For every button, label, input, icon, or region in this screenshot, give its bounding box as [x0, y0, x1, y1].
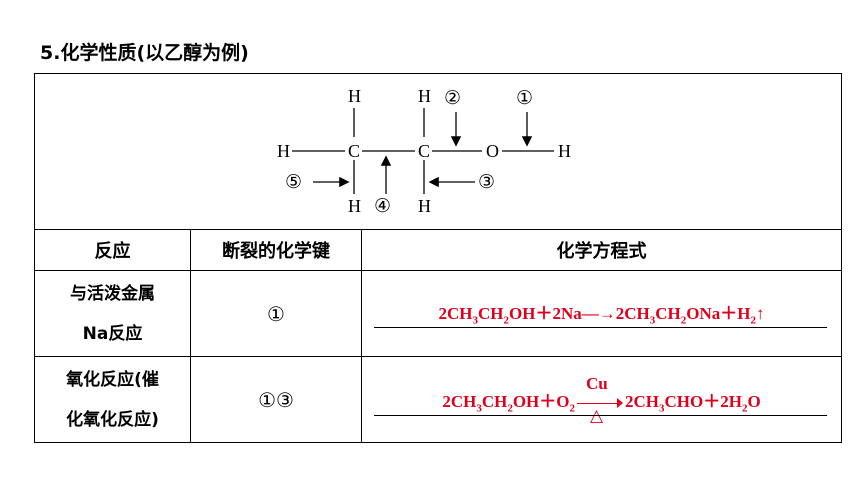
arrow-shaft — [576, 403, 618, 405]
header-bonds: 断裂的化学键 — [190, 229, 362, 271]
reaction-line-2: 化氧化反应) — [66, 409, 159, 430]
reaction-arrow: Cu △ — [576, 374, 623, 425]
reaction-name: 与活泼金属 Na反应 — [34, 270, 191, 357]
atom-c2: C — [418, 141, 430, 161]
reaction-line-1: 与活泼金属 — [70, 283, 155, 304]
arrow-head — [616, 398, 623, 409]
marker-3: ③ — [478, 172, 495, 193]
reaction-name: 氧化反应(催 化氧化反应) — [34, 356, 191, 443]
marker-4: ④ — [374, 196, 391, 217]
bond-lines — [292, 108, 554, 194]
properties-table: H H H C C O H H H — [34, 73, 842, 443]
header-reaction: 反应 — [34, 229, 191, 271]
ethanol-structure-cell: H H H C C O H H H — [34, 73, 842, 230]
reaction-line-2: Na反应 — [82, 323, 143, 344]
equation-sodium: 2CH3CH2OH＋2Na—→2CH3CH2ONa＋H2↑ — [438, 304, 765, 327]
table-row: 与活泼金属 Na反应 ① 2CH3CH2OH＋2Na—→2CH3CH2ONa＋H… — [34, 270, 842, 357]
section-title: 5.化学性质(以乙醇为例) — [40, 42, 249, 64]
catalyst-label: Cu — [585, 374, 608, 394]
marker-1: ① — [516, 88, 533, 109]
bond-arrows — [313, 112, 533, 194]
answer-underline — [374, 415, 827, 416]
atom-h-left: H — [277, 141, 290, 161]
heat-symbol: △ — [589, 406, 604, 426]
atom-h-bottom-right: H — [418, 196, 431, 216]
atom-h-bottom-left: H — [348, 196, 361, 216]
reaction-line-1: 氧化反应(催 — [66, 369, 159, 390]
equation-cell: 2CH3CH2OH＋2Na—→2CH3CH2ONa＋H2↑ — [361, 270, 842, 357]
atom-h-top-left: H — [348, 86, 361, 106]
header-equation: 化学方程式 — [361, 229, 842, 271]
atom-o: O — [486, 141, 499, 161]
marker-5: ⑤ — [285, 172, 302, 193]
atom-h-right: H — [558, 141, 571, 161]
table-header-row: 反应 断裂的化学键 化学方程式 — [34, 229, 842, 271]
marker-2: ② — [444, 88, 461, 109]
ethanol-structure-diagram: H H H C C O H H H — [277, 86, 571, 217]
broken-bonds: ① — [190, 270, 362, 357]
atom-h-top-right: H — [418, 86, 431, 106]
answer-underline — [374, 327, 827, 328]
broken-bonds: ①③ — [190, 356, 362, 443]
atom-c1: C — [348, 141, 360, 161]
